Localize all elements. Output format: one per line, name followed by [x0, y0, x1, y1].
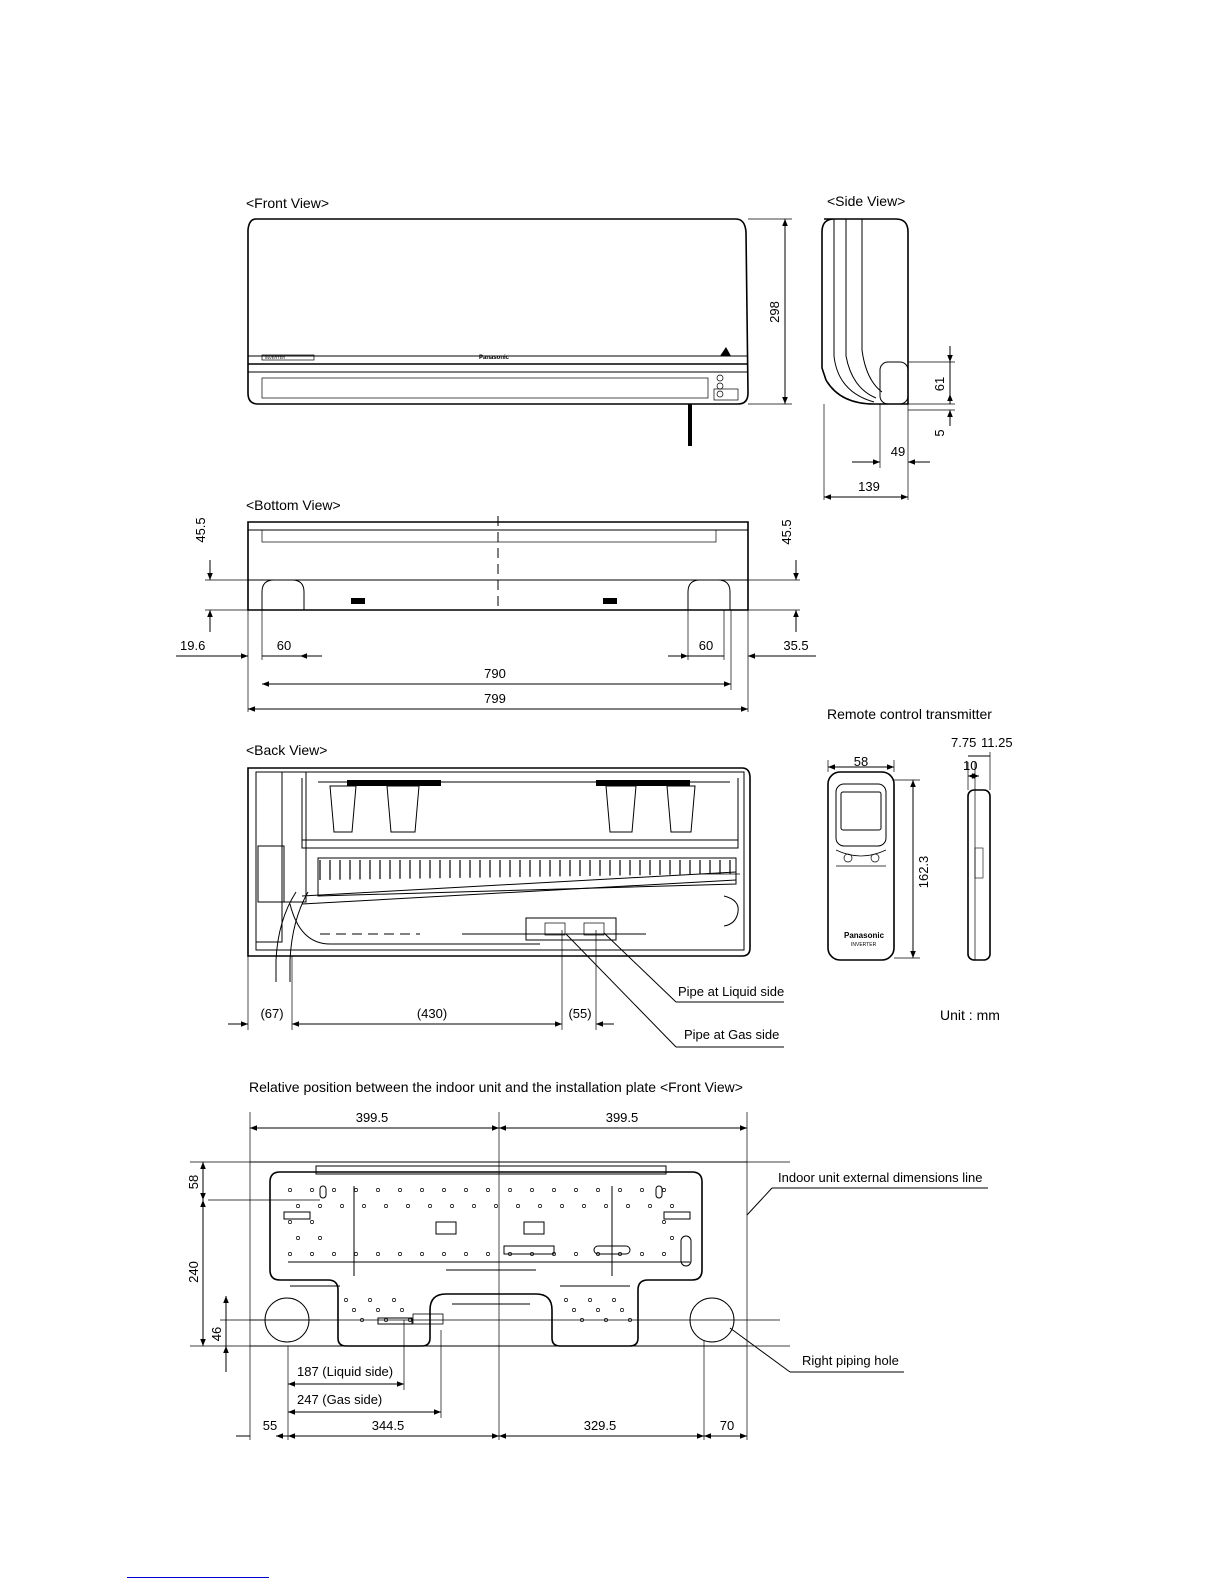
plate-3295-label: 329.5 [584, 1418, 617, 1433]
front-view: <Front View> INVERTER Panasonic 298 [246, 195, 792, 446]
bottom-799-label: 799 [484, 691, 506, 706]
back-55-label: (55) [568, 1006, 591, 1021]
bottom-view: <Bottom View> 45.5 45.5 19.6 60 60 [176, 497, 816, 712]
bottom-355-label: 35.5 [783, 638, 808, 653]
bottom-60a-label: 60 [277, 638, 291, 653]
plate-46-label: 46 [209, 1327, 224, 1341]
plate-3995a-label: 399.5 [356, 1110, 389, 1125]
remote-1125-label: 11.25 [981, 735, 1013, 750]
bottom-view-title: <Bottom View> [246, 497, 341, 513]
remote-1623-label: 162.3 [916, 856, 931, 889]
plate-70-label: 70 [720, 1418, 734, 1433]
bottom-45a-label: 45.5 [193, 517, 208, 542]
remote-model: INVERTER [851, 942, 877, 948]
plate-3445-label: 344.5 [372, 1418, 405, 1433]
remote-control: Remote control transmitter Panasonic INV… [827, 706, 1013, 961]
plate-240-label: 240 [186, 1261, 201, 1283]
front-height-label: 298 [767, 301, 782, 323]
back-fins [319, 860, 731, 880]
plate-holes [288, 1188, 674, 1322]
back-view-title: <Back View> [246, 742, 327, 758]
unit-label: Unit : mm [940, 1007, 1000, 1023]
remote-10-label: 10 [963, 758, 977, 773]
back-fins-top [347, 780, 690, 786]
plate-55-label: 55 [263, 1418, 277, 1433]
pipe-liquid-label: Pipe at Liquid side [678, 984, 784, 999]
pipe-connectors [525, 917, 617, 941]
side-139-label: 139 [858, 479, 880, 494]
front-view-title: <Front View> [246, 195, 329, 211]
side-61-label: 61 [932, 377, 947, 391]
remote-brand: Panasonic [844, 931, 885, 940]
installation-plate-view: Relative position between the indoor uni… [186, 1079, 988, 1440]
footer-link-underline[interactable] [127, 1577, 269, 1578]
bottom-790-label: 790 [484, 666, 506, 681]
right-piping-hole [689, 1297, 735, 1343]
plate-3995b-label: 399.5 [606, 1110, 639, 1125]
outline-label: Indoor unit external dimensions line [778, 1170, 983, 1185]
remote-58-label: 58 [854, 754, 868, 769]
installation-plate [269, 1171, 703, 1347]
front-logo: Panasonic [479, 355, 510, 361]
plate-gas-label: 247 (Gas side) [297, 1392, 382, 1407]
remote-title: Remote control transmitter [827, 706, 992, 722]
side-49-label: 49 [891, 444, 905, 459]
back-67-label: (67) [260, 1006, 283, 1021]
side-view: <Side View> 61 5 49 139 [821, 193, 955, 500]
back-view: <Back View> [228, 742, 1000, 1048]
plate-liquid-label: 187 (Liquid side) [297, 1364, 393, 1379]
svg-text:INVERTER: INVERTER [265, 355, 285, 360]
side-5-label: 5 [932, 429, 947, 436]
pipe-gas-label: Pipe at Gas side [684, 1027, 779, 1042]
remote-775-label: 7.75 [951, 735, 976, 750]
bottom-45b-label: 45.5 [779, 519, 794, 544]
inverter-badge [261, 354, 315, 361]
bottom-60b-label: 60 [699, 638, 713, 653]
plate-58-label: 58 [186, 1175, 201, 1189]
relative-title: Relative position between the indoor uni… [249, 1079, 743, 1095]
side-view-title: <Side View> [827, 193, 905, 209]
bottom-196-label: 19.6 [180, 638, 205, 653]
back-430-label: (430) [417, 1006, 447, 1021]
hole-label: Right piping hole [802, 1353, 899, 1368]
